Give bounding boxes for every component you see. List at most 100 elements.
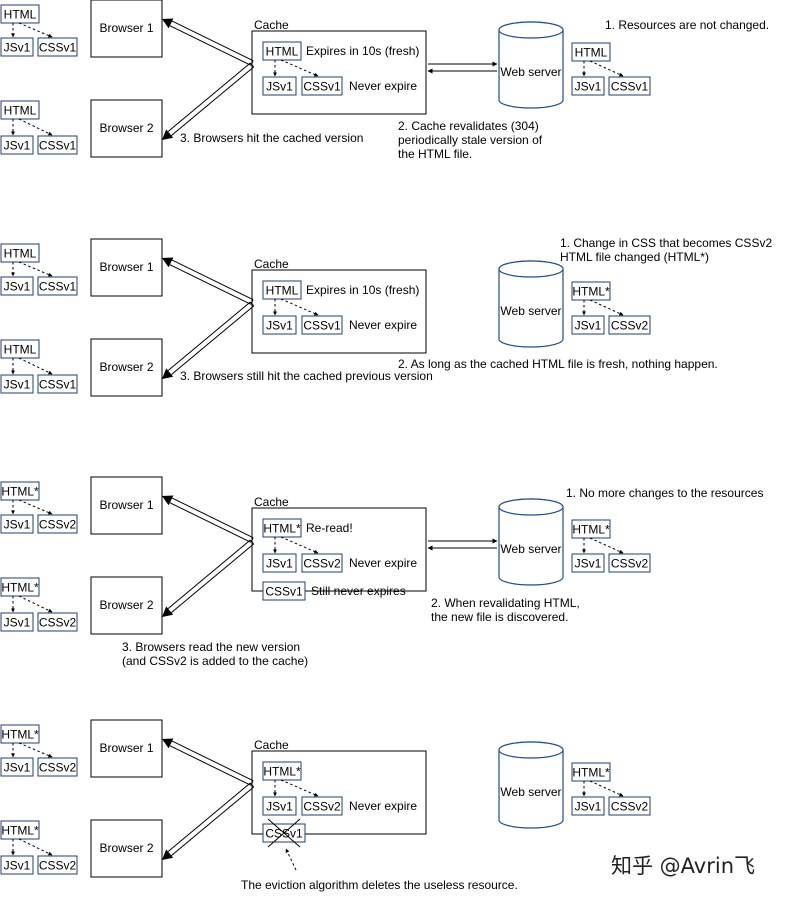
p3-note-server: 1. No more changes to the resources bbox=[566, 486, 763, 500]
p4-b1-js-box bbox=[0, 757, 34, 777]
p2-arrow-b2-in-tail bbox=[249, 301, 255, 307]
p2-cache-css-box bbox=[301, 315, 343, 335]
p2-arrow-b2-in-edge-b bbox=[171, 305, 254, 375]
p1-srv-js-box bbox=[571, 76, 605, 96]
p2-arrow-b1-in-edge-b bbox=[169, 264, 252, 305]
p1-arrow-b2-in-edge-a bbox=[167, 62, 251, 132]
p3-server bbox=[498, 498, 564, 586]
p3-cache-label: Cache bbox=[254, 495, 289, 509]
p4-cache-label: Cache bbox=[254, 738, 289, 752]
p3-arrow-b2-in-edge-a bbox=[167, 539, 251, 609]
p2-browser2-box bbox=[90, 338, 163, 397]
p3-arrow-b2-in bbox=[162, 539, 255, 617]
p4-arrow-b1-in-head bbox=[162, 738, 174, 749]
p2-b1-js-label: JSv1 bbox=[4, 280, 31, 294]
p1-b1-js-box bbox=[0, 37, 34, 57]
p1-browser1-label: Browser 1 bbox=[99, 21, 153, 35]
p2-cache-never-expire: Never expire bbox=[349, 318, 417, 332]
p2-server-top bbox=[498, 260, 564, 278]
p3-arrow-b1-in-edge-a bbox=[171, 497, 254, 539]
p1-browser2-label: Browser 2 bbox=[99, 121, 153, 135]
p3-note-browsers-line-2: (and CSSv2 is added to the cache) bbox=[122, 654, 308, 668]
p4-b1-js-label: JSv1 bbox=[4, 761, 31, 775]
p3-arrow-b2-in-tail bbox=[249, 539, 255, 545]
p1-srv-js-label: JSv1 bbox=[575, 80, 602, 94]
p3-cache-old-css-box bbox=[262, 581, 306, 601]
p1-arrow-b2-in-head bbox=[162, 129, 174, 140]
p1-b2-html-label: HTML bbox=[4, 104, 37, 118]
p3-arrow-b1-in-edge-b bbox=[169, 502, 252, 543]
p4-b2-js-box bbox=[0, 855, 34, 875]
p1-cache-js-box bbox=[262, 76, 297, 96]
p4-cache-css-box bbox=[301, 796, 343, 816]
p4-arrow-b1-in bbox=[162, 738, 254, 786]
p3-srv-js-label: JSv1 bbox=[575, 557, 602, 571]
p2-cache-dep-css bbox=[280, 298, 319, 316]
p3-note-revalidate-line-2: the new file is discovered. bbox=[431, 610, 568, 624]
p3-cache-still-never-expires: Still never expires bbox=[311, 584, 406, 598]
p4-b1-css-label: CSSv2 bbox=[39, 761, 77, 775]
p3-arrow-b2-in-edge-b bbox=[171, 543, 254, 613]
p3-server-top bbox=[498, 498, 564, 516]
p1-b1-js-label: JSv1 bbox=[4, 41, 31, 55]
p3-browser1-label: Browser 1 bbox=[99, 498, 153, 512]
p3-browser2-label: Browser 2 bbox=[99, 598, 153, 612]
p2-browser1-label: Browser 1 bbox=[99, 260, 153, 274]
p1-b1-html-label: HTML bbox=[4, 8, 37, 22]
p1-note-revalidate-line-1: 2. Cache revalidates (304) bbox=[398, 119, 539, 133]
p1-note-browsers: 3. Browsers hit the cached version bbox=[180, 131, 363, 145]
p4-srv-css-label: CSSv2 bbox=[611, 800, 649, 814]
p3-cache-never-expire: Never expire bbox=[349, 556, 417, 570]
p2-b2-html-label: HTML bbox=[4, 343, 37, 357]
p3-srv-dep-css bbox=[589, 537, 624, 554]
p1-cache-js-label: JSv1 bbox=[266, 80, 293, 94]
p1-cache-never-expire: Never expire bbox=[349, 79, 417, 93]
p4-cache-js-label: JSv1 bbox=[266, 800, 293, 814]
p4-b2-html-label: HTML* bbox=[1, 824, 39, 838]
p4-srv-js-box bbox=[571, 796, 605, 816]
p3-arrow-b1-in-head bbox=[162, 495, 174, 506]
p1-b2-js-label: JSv1 bbox=[4, 139, 31, 153]
p4-server bbox=[498, 741, 564, 829]
p1-server-top bbox=[498, 21, 564, 39]
p3-b1-js-label: JSv1 bbox=[4, 518, 31, 532]
p4-cache-css-label: CSSv2 bbox=[303, 800, 341, 814]
p1-srv-css-label: CSSv1 bbox=[611, 80, 649, 94]
p3-b1-js-box bbox=[0, 514, 34, 534]
p2-note-server-line-2: HTML file changed (HTML*) bbox=[560, 250, 709, 264]
p2-cache-status: Expires in 10s (fresh) bbox=[306, 283, 419, 297]
p4-arrow-b2-in bbox=[162, 782, 255, 860]
p1-srv-css-box bbox=[608, 76, 651, 96]
p4-b1-html-label: HTML* bbox=[1, 728, 39, 742]
p3-b2-dep-css bbox=[18, 595, 53, 613]
p4-srv-css-box bbox=[608, 796, 651, 816]
p3-srv-html-label: HTML* bbox=[572, 523, 610, 537]
p4-cross-b bbox=[267, 818, 301, 848]
p4-browser1-label: Browser 1 bbox=[99, 741, 153, 755]
p4-arrow-b1-in-edge-b bbox=[169, 745, 252, 786]
p4-eviction-pointer bbox=[285, 848, 297, 871]
p2-srv-css-label: CSSv2 bbox=[611, 319, 649, 333]
p3-arrow-b2-in-head bbox=[162, 606, 174, 617]
p2-b2-css-label: CSSv1 bbox=[39, 378, 77, 392]
p2-arrow-b2-in bbox=[162, 301, 255, 379]
p3-b1-css-label: CSSv2 bbox=[39, 518, 77, 532]
p1-arrow-b1-in bbox=[162, 18, 254, 66]
p2-arrow-b2-in-head bbox=[162, 368, 174, 379]
p2-srv-html-label: HTML* bbox=[572, 285, 610, 299]
p4-b1-css-box bbox=[37, 757, 78, 777]
p2-b2-js-label: JSv1 bbox=[4, 378, 31, 392]
p4-note-eviction: The eviction algorithm deletes the usele… bbox=[241, 878, 518, 892]
p1-cache-dep-css bbox=[280, 59, 319, 77]
p2-server-label: Web server bbox=[500, 304, 561, 318]
p3-b2-html-label: HTML* bbox=[1, 581, 39, 595]
p3-cache-js-box bbox=[262, 553, 297, 573]
p3-browser1-box bbox=[90, 476, 163, 535]
p2-srv-js-label: JSv1 bbox=[575, 319, 602, 333]
p2-arrow-b2-in-edge-a bbox=[167, 301, 251, 371]
p3-cache-css-label: CSSv2 bbox=[303, 557, 341, 571]
p4-browser2-box bbox=[90, 819, 163, 878]
p3-cache-status: Re-read! bbox=[306, 521, 353, 535]
p4-cache-js-box bbox=[262, 796, 297, 816]
